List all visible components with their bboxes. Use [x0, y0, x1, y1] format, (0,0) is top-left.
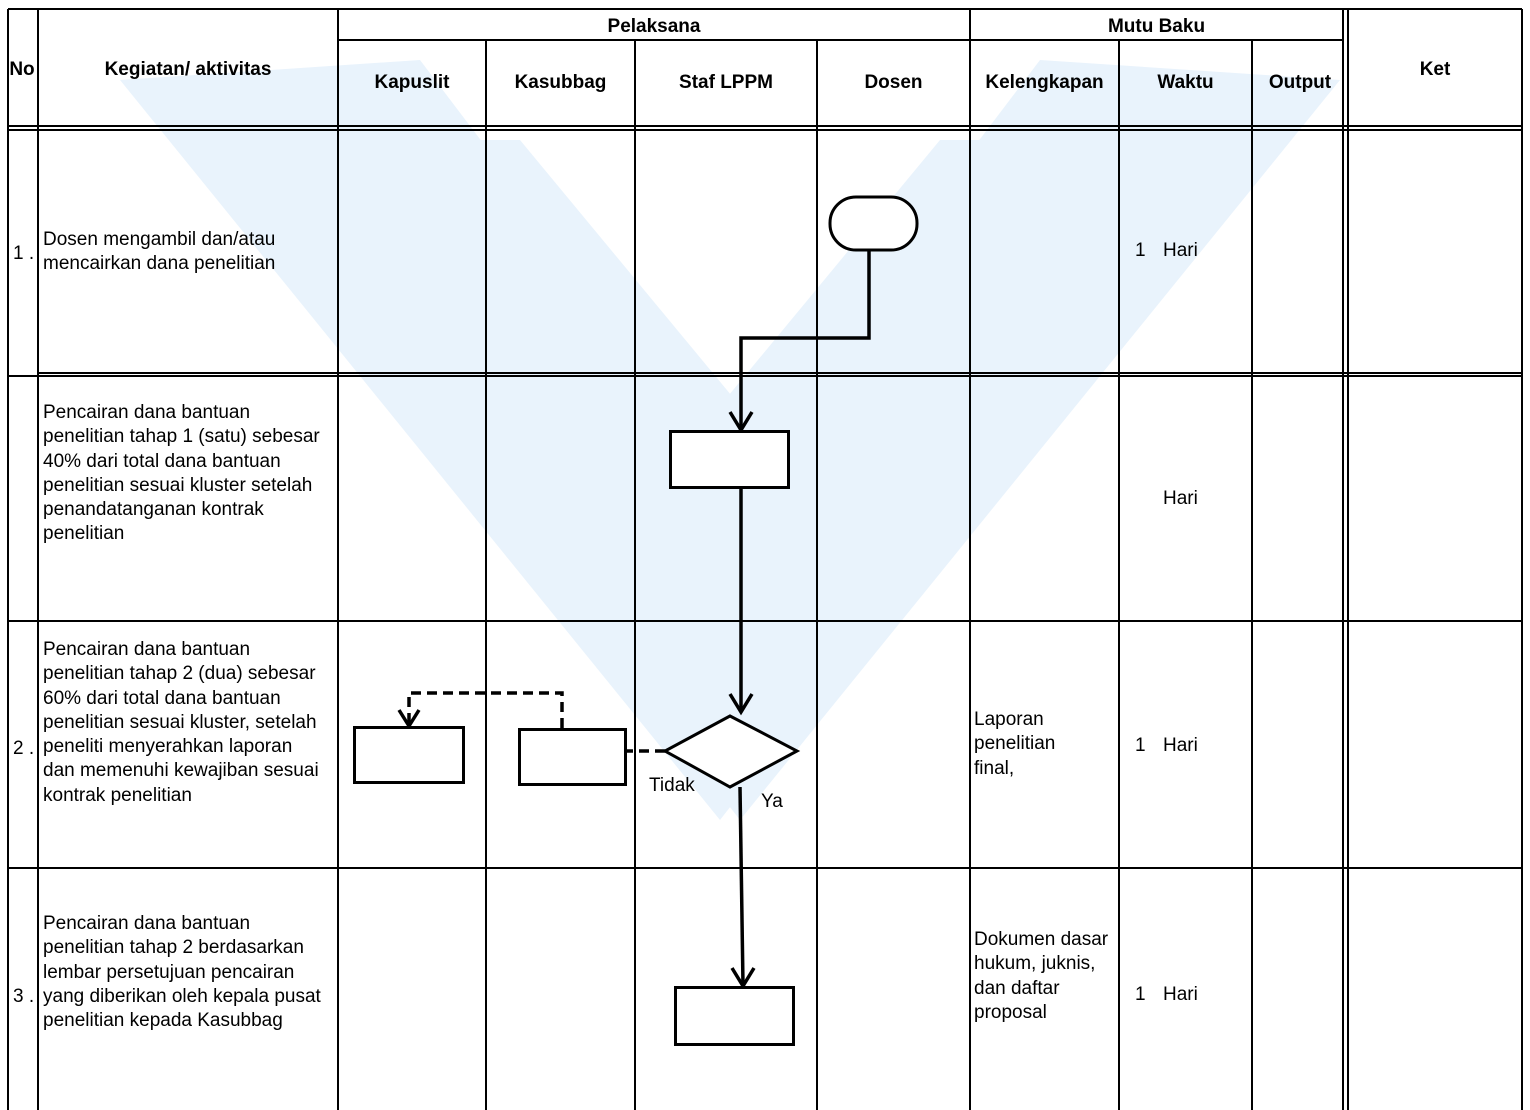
row-waktu-unit: Hari	[1163, 240, 1198, 261]
row-waktu-unit: Hari	[1163, 735, 1198, 756]
process-box-kapuslit	[353, 726, 465, 784]
process-box-stage1	[669, 430, 790, 489]
header-staf-lppm: Staf LPPM	[679, 72, 773, 93]
header-kegiatan: Kegiatan/ aktivitas	[104, 59, 272, 80]
row-activity: Pencairan dana bantuan penelitian tahap …	[43, 639, 319, 806]
row-number: 2 .	[13, 738, 35, 759]
header-mutu-baku: Mutu Baku	[1107, 16, 1206, 37]
process-box-kasubbag	[518, 728, 627, 786]
header-waktu: Waktu	[1157, 72, 1214, 93]
process-box-stage2	[674, 986, 795, 1046]
row-activity: Pencairan dana bantuan penelitian tahap …	[43, 913, 321, 1032]
header-output: Output	[1268, 72, 1332, 93]
label-tidak: Tidak	[649, 775, 695, 796]
dashed-connectors	[407, 691, 665, 753]
row-number: 3 .	[13, 986, 35, 1007]
header-kelengkapan: Kelengkapan	[985, 72, 1104, 93]
header-dosen: Dosen	[864, 72, 923, 93]
row-number: 1 .	[13, 243, 35, 264]
header-no: No	[9, 59, 35, 80]
row-waktu-unit: Hari	[1163, 488, 1198, 509]
header-kasubbag: Kasubbag	[514, 72, 607, 93]
label-ya: Ya	[761, 791, 783, 812]
table-grid	[7, 8, 1523, 1110]
decision-diamond	[661, 714, 801, 789]
row-kelengkapan: Laporan penelitian final,	[974, 709, 1056, 779]
row-kelengkapan: Dokumen dasar hukum, juknis, dan daftar …	[974, 929, 1109, 1023]
row-waktu-num: 1	[1135, 984, 1146, 1005]
row-waktu-num: 1	[1135, 240, 1146, 261]
flow-connectors	[728, 250, 871, 990]
row-waktu-num: 1	[1135, 735, 1146, 756]
header-ket: Ket	[1419, 59, 1451, 80]
row-waktu-unit: Hari	[1163, 984, 1198, 1005]
row-activity: Dosen mengambil dan/atau mencairkan dana…	[43, 229, 276, 275]
row-activity: Pencairan dana bantuan penelitian tahap …	[43, 402, 320, 545]
header-kapuslit: Kapuslit	[374, 72, 450, 93]
header-pelaksana: Pelaksana	[607, 16, 701, 37]
start-terminator	[828, 195, 919, 252]
